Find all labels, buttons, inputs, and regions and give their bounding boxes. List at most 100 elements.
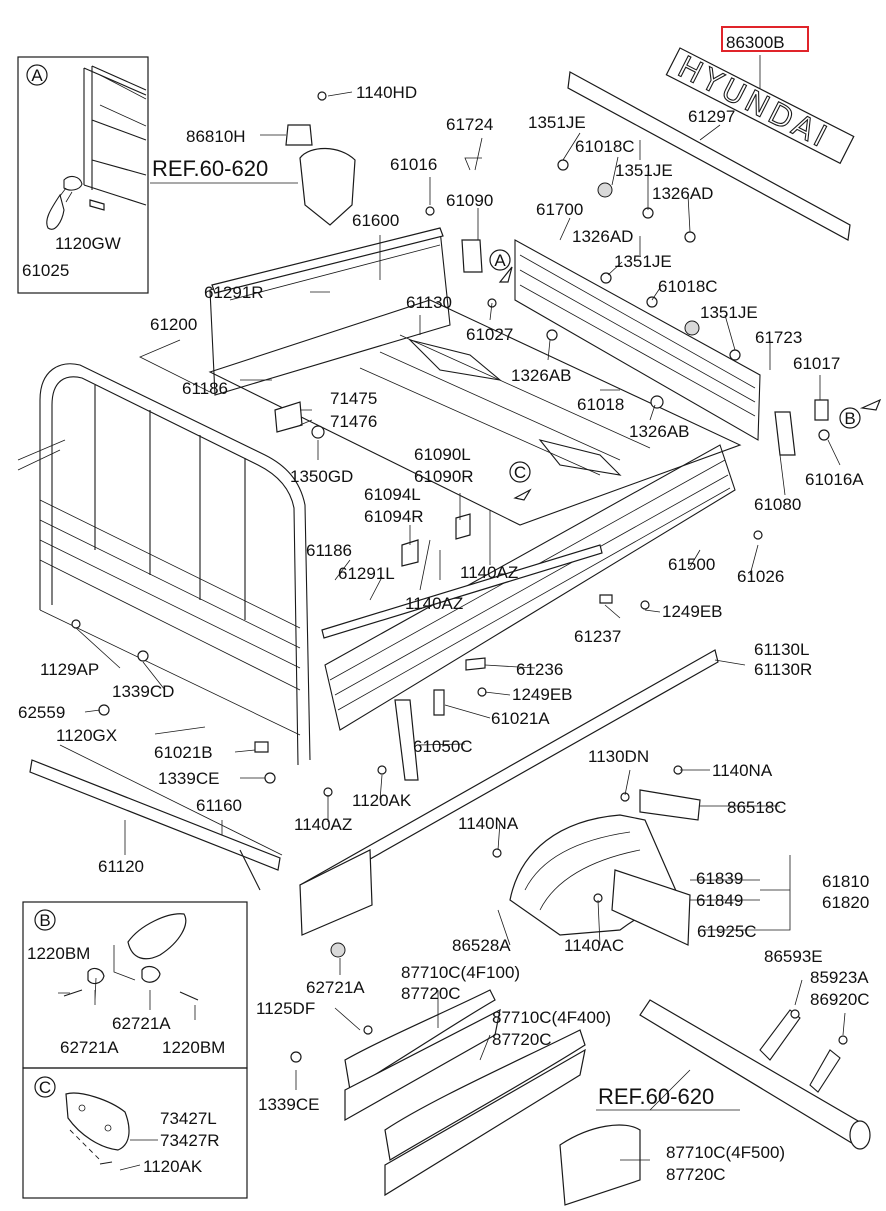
part-label: 61160 [196, 796, 242, 815]
part-label: 71476 [330, 412, 377, 431]
part-label: 1326AB [511, 366, 572, 385]
part-label: 87720C [666, 1165, 726, 1184]
part-label: 61017 [793, 354, 840, 373]
part-label: 86518C [727, 798, 787, 817]
inset-letter-c: C [39, 1078, 51, 1097]
inset-letter-b: B [39, 911, 50, 930]
part-label: 61297 [688, 107, 735, 126]
part-label: 1339CE [258, 1095, 319, 1114]
part-label: 61810 [822, 872, 869, 891]
part-label: 1220BM [27, 944, 90, 963]
part-label: 61700 [536, 200, 583, 219]
part-label: 61130L [754, 640, 809, 659]
part-label: 61025 [22, 261, 69, 280]
part-label: 73427R [160, 1131, 220, 1150]
part-label: 1220BM [162, 1038, 225, 1057]
part-label: 61018C [575, 137, 635, 156]
truck-bed-assembly [17, 71, 871, 1206]
part-label: 61600 [352, 211, 399, 230]
part-label: 86528A [452, 936, 511, 955]
part-label: 1326AB [629, 422, 690, 441]
part-label: 61839 [696, 869, 743, 888]
part-label: 1120GW [55, 234, 121, 253]
part-label: 61186 [306, 541, 352, 560]
part-label: 1140AC [564, 936, 624, 955]
part-label: 86920C [810, 990, 870, 1009]
part-label: 1339CE [158, 769, 219, 788]
part-label: 87720C [401, 984, 461, 1003]
part-label: 1140AZ [460, 563, 518, 582]
part-label: 1351JE [700, 303, 758, 322]
part-label: 61016 [390, 155, 437, 174]
inset-c-drawing [65, 1092, 130, 1165]
leader-lines [58, 55, 846, 1171]
part-label: 61849 [696, 891, 743, 910]
part-label: 61236 [516, 660, 563, 679]
part-label: 1125DF [256, 999, 315, 1018]
part-label: 61237 [574, 627, 621, 646]
part-label: 61026 [737, 567, 784, 586]
part-label: 1351JE [528, 113, 586, 132]
inset-a-frame [17, 56, 149, 294]
part-label: 61291L [338, 564, 395, 583]
part-label: 1120AK [352, 791, 412, 810]
part-label: 61080 [754, 495, 801, 514]
part-label: 61200 [150, 315, 197, 334]
inset-a-drawing [46, 65, 147, 230]
part-label: 1120GX [56, 726, 117, 745]
part-label: 1140AZ [294, 815, 352, 834]
part-label: 61021B [154, 743, 213, 762]
part-label: 1339CD [112, 682, 174, 701]
part-label: 61186 [182, 379, 228, 398]
part-label: 1120AK [143, 1157, 203, 1176]
part-label: 86593E [764, 947, 823, 966]
part-label: 61018 [577, 395, 624, 414]
part-label: 62721A [112, 1014, 171, 1033]
part-label: 61130R [754, 660, 812, 679]
part-label: 1140NA [458, 814, 519, 833]
part-label: 1129AP [40, 660, 99, 679]
part-label: 61027 [466, 325, 513, 344]
inset-c-frame [22, 1067, 248, 1199]
part-label: 73427L [160, 1109, 217, 1128]
part-label: 87710C(4F400) [492, 1008, 611, 1027]
part-label: 1326AD [652, 184, 713, 203]
part-label: 61723 [755, 328, 802, 347]
part-label: 61925C [697, 922, 757, 941]
part-label: 1351JE [614, 252, 672, 271]
part-label: 61291R [204, 283, 264, 302]
part-label: 62559 [18, 703, 65, 722]
part-label: 61724 [446, 115, 493, 134]
part-label: 61090 [446, 191, 493, 210]
part-label: 1326AD [572, 227, 633, 246]
callout-badges: A B C A B C [26, 64, 882, 1098]
ref-label: REF.60-620 [152, 156, 268, 181]
callout-letter-a: A [494, 251, 506, 270]
part-label: 1249EB [662, 602, 723, 621]
part-label: 1140HD [356, 83, 417, 102]
part-label: 61130 [406, 293, 452, 312]
part-label: 87710C(4F100) [401, 963, 520, 982]
part-label-highlighted: 86300B [726, 33, 785, 52]
part-label: 61820 [822, 893, 869, 912]
part-label: 1351JE [615, 161, 673, 180]
inset-b-drawing [63, 913, 199, 1001]
part-label: 87720C [492, 1030, 552, 1049]
part-label: 1350GD [290, 467, 353, 486]
part-label: 61018C [658, 277, 718, 296]
part-label: 61120 [98, 857, 144, 876]
part-label: 1249EB [512, 685, 573, 704]
ref-label: REF.60-620 [598, 1084, 714, 1109]
inset-letter-a: A [31, 66, 43, 85]
part-label: 61090L [414, 445, 471, 464]
part-label: 85923A [810, 968, 869, 987]
part-label: 61090R [414, 467, 474, 486]
highlight-box [721, 26, 809, 52]
part-label: 62721A [306, 978, 365, 997]
part-label: 1130DN [588, 747, 649, 766]
part-label: 61021A [491, 709, 550, 728]
part-label: 62721A [60, 1038, 119, 1057]
part-label: 61094R [364, 507, 424, 526]
part-label: 61016A [805, 470, 864, 489]
